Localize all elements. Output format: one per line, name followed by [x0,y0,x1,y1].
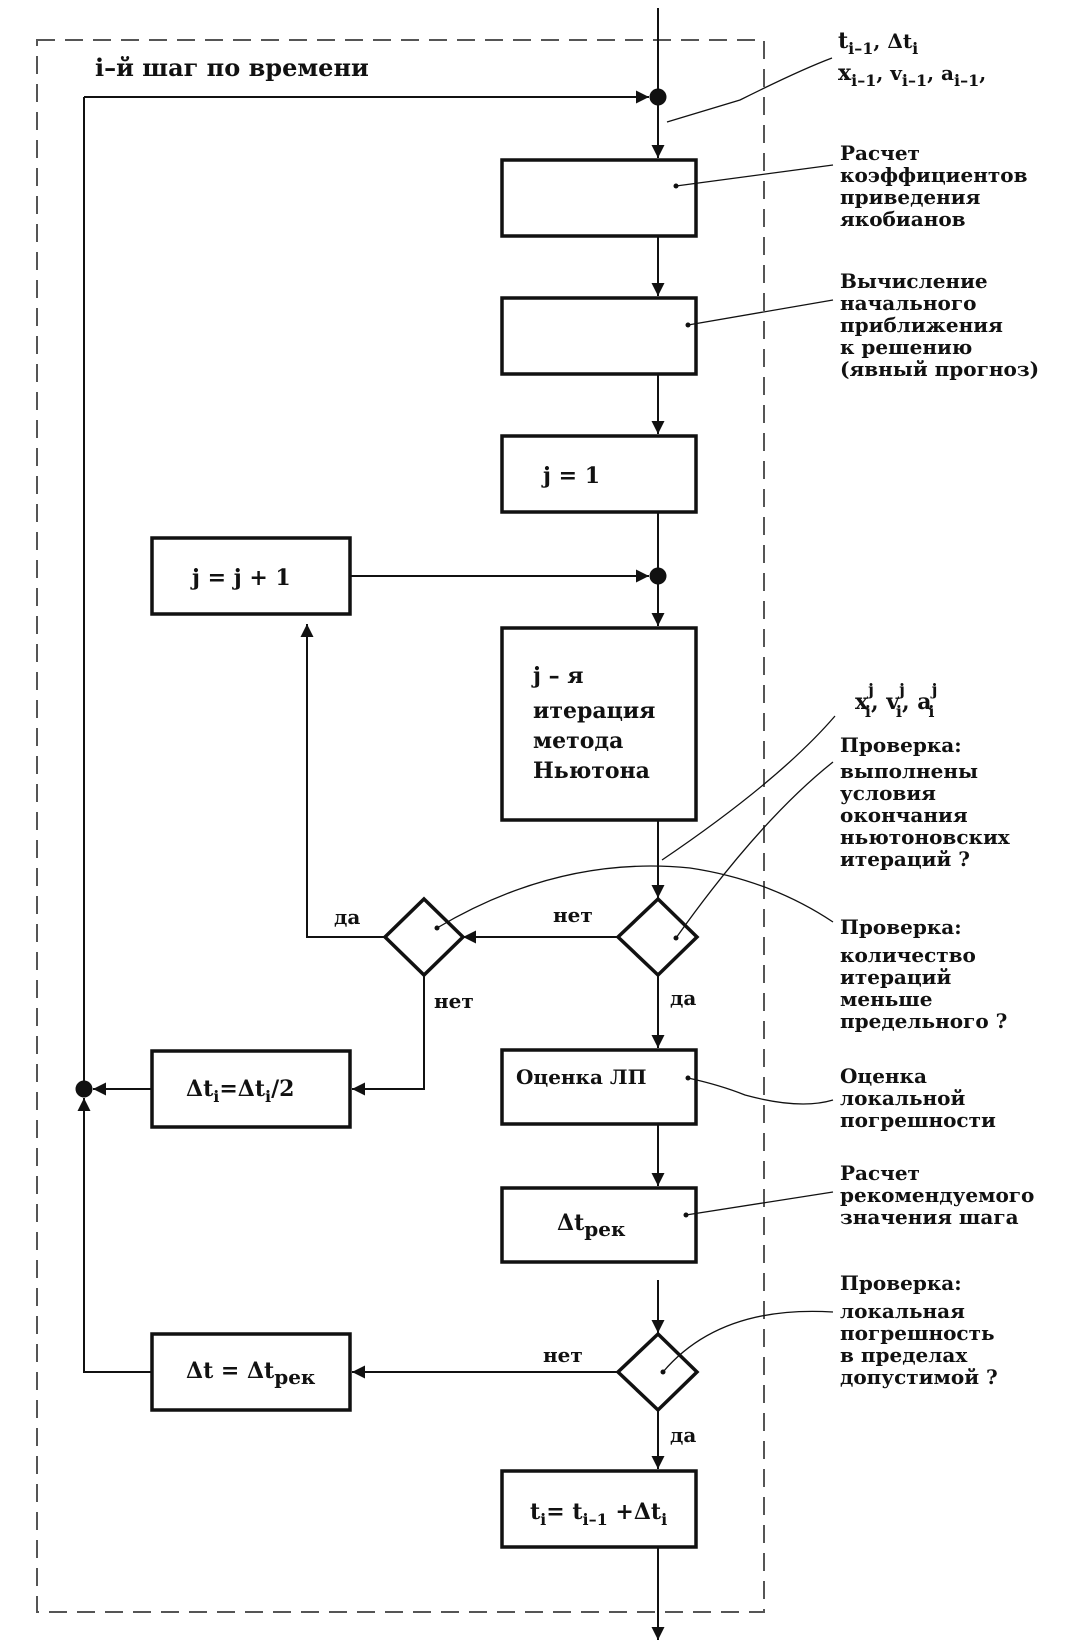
newton-iteration-label: j – я итерация метода Ньютона [531,663,663,784]
advance-time-label: ti= ti–1 +Δti [530,1499,667,1529]
time-step-frame [36,39,765,1613]
annotation-converged-check: Проверка: выполнены условия окончания нь… [840,733,1017,871]
label-no-error: нет [543,1343,583,1367]
box-initial-guess [500,296,698,376]
annotation-recommended-step: Расчет рекомендуемого значения шага [840,1161,1041,1229]
j-increment-label: j = j + 1 [190,565,291,591]
set-step-label: Δt = Δtрек [186,1358,316,1389]
label-yes-error: да [670,1423,696,1447]
frame-title: i–й шаг по времени [95,53,369,82]
label-no-converged: нет [553,903,593,927]
box-j-increment [150,536,352,616]
junction-dot-top [649,88,667,106]
diamond-converged-check [615,896,700,978]
box-coefficients [500,158,698,238]
label-yes-converged: да [670,986,696,1010]
annotation-coefficients: Расчет коэффициентов приведения якобиано… [840,141,1034,231]
junction-dot-iteration [649,567,667,585]
box-advance-time [500,1469,698,1549]
annotation-initial-guess: Вычисление начального приближения к реше… [840,269,1039,381]
svg-text:ti–1, Δti: ti–1, Δti [838,28,918,58]
box-set-step [150,1332,352,1412]
input-variables: ti–1, Δti xi–1, vi–1, ai–1, [838,28,986,90]
annotation-local-error: Оценка локальной погрешности [840,1064,996,1132]
box-j-init [500,434,698,514]
box-newton-iteration [500,626,698,822]
junction-dot-left [75,1080,93,1098]
diamond-iteration-count-check [382,896,466,978]
box-halve-step [150,1049,352,1129]
svg-text:xi–1, vi–1, ai–1,: xi–1, vi–1, ai–1, [838,60,986,90]
annotation-error-check: Проверка: локальная погрешность в предел… [840,1271,1002,1389]
label-no-count: нет [434,989,474,1013]
halve-step-label: Δti=Δti/2 [186,1076,294,1106]
j-init-label: j = 1 [541,463,600,489]
annotation-iteration-count: Проверка: количество итераций меньше пре… [840,915,1007,1033]
diamond-error-check [615,1331,700,1413]
recommended-step-label: Δtрек [557,1210,626,1241]
box-recommended-step [500,1186,698,1264]
box-error-estimate [500,1048,698,1126]
label-yes-count: да [334,905,360,929]
error-estimate-label: Оценка ЛП [516,1065,647,1089]
